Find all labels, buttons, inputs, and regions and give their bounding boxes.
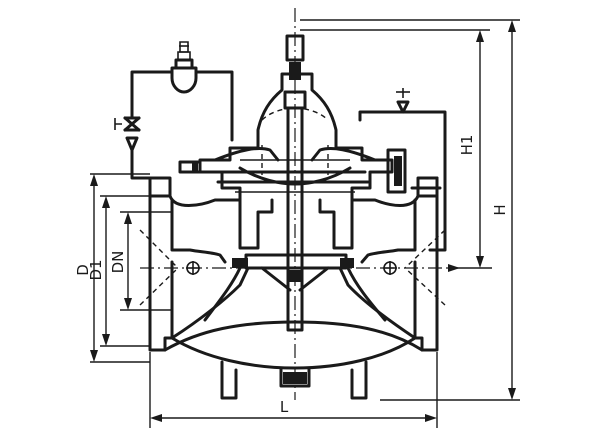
valve-body: [148, 72, 439, 400]
dimension-label-D: D: [74, 264, 92, 276]
dimension-label-H1: H1: [458, 135, 476, 156]
centerlines: [139, 8, 448, 400]
pilot-circuit: [114, 41, 234, 180]
dimension-lines: [90, 19, 520, 428]
dimension-label-L: L: [280, 398, 289, 416]
dimension-label-DN: DN: [109, 251, 127, 274]
dimension-label-H: H: [491, 204, 509, 215]
dimension-label-D1: D1: [87, 259, 105, 280]
outlet-tap: [358, 88, 447, 252]
bonnet-assembly: [178, 107, 407, 250]
